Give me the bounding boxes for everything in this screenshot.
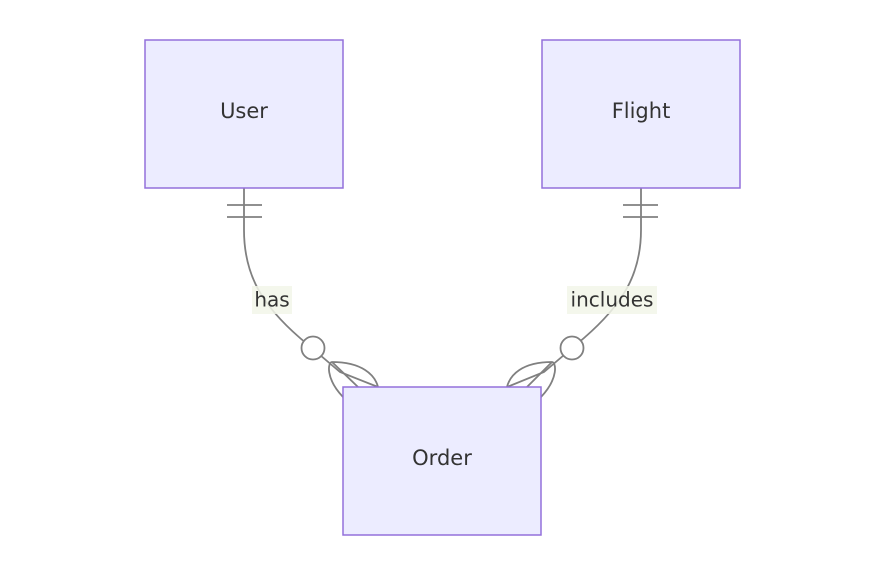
relationship-label-has: has bbox=[254, 288, 289, 312]
zero-marker-user-order bbox=[300, 335, 326, 361]
relationship-label-includes-bg bbox=[567, 286, 657, 314]
entity-flight-label: Flight bbox=[612, 99, 671, 123]
entity-flight-box bbox=[541, 39, 741, 189]
relationship-user-order bbox=[227, 188, 379, 398]
relationship-label-includes-group: includes bbox=[567, 286, 657, 314]
entity-flight[interactable]: Flight bbox=[541, 39, 741, 189]
relationship-label-has-bg bbox=[252, 286, 292, 314]
entity-order[interactable]: Order bbox=[342, 386, 542, 536]
relationship-label-has-group: has bbox=[252, 286, 292, 314]
entity-order-box bbox=[342, 386, 542, 536]
entity-user[interactable]: User bbox=[144, 39, 344, 189]
relationship-label-includes: includes bbox=[571, 288, 654, 312]
many-marker-flight-order bbox=[506, 361, 556, 398]
zero-marker-flight-order bbox=[559, 335, 585, 361]
entity-order-label: Order bbox=[412, 446, 472, 470]
many-marker-user-order bbox=[328, 361, 379, 398]
entity-user-label: User bbox=[220, 99, 268, 123]
entity-user-box bbox=[144, 39, 344, 189]
